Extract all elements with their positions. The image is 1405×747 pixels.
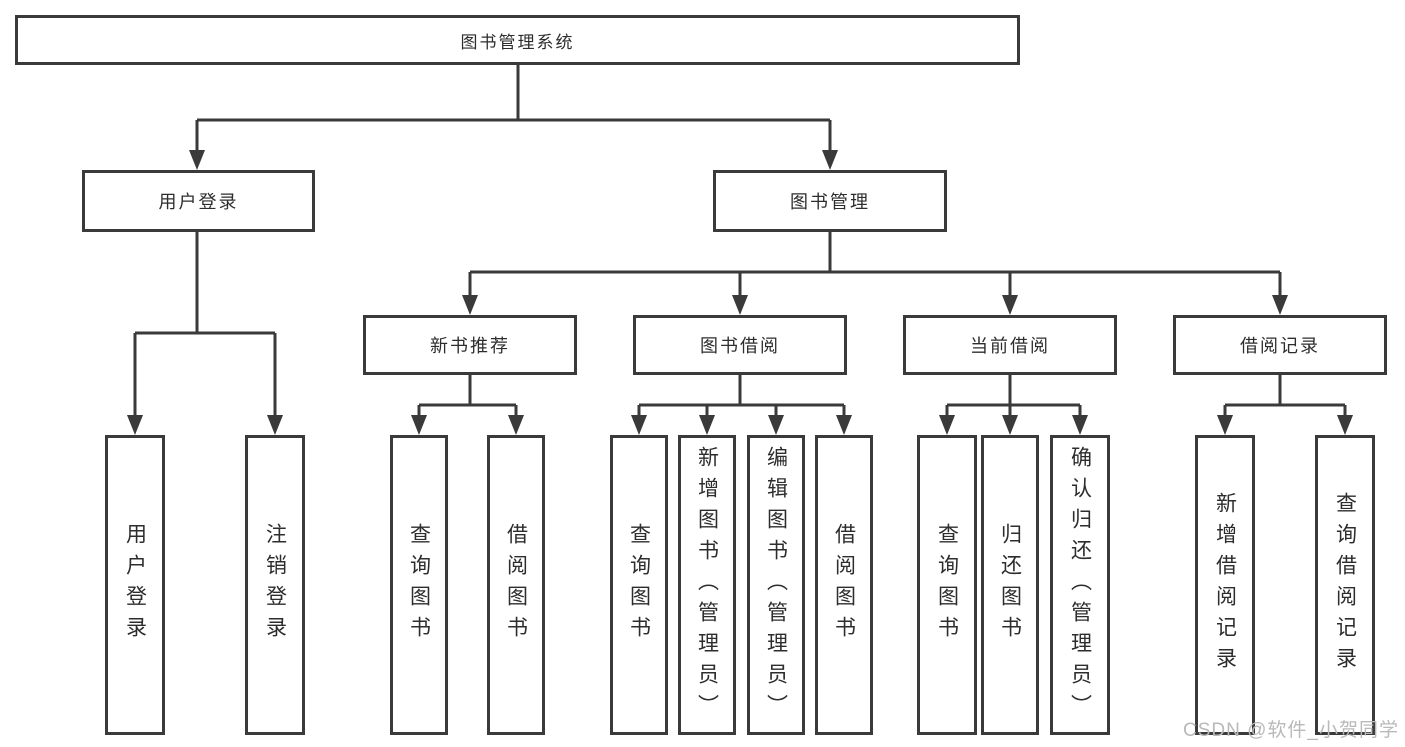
- leaf-add-books-admin-label: 新增图书（管理员）: [695, 445, 719, 725]
- node-new-book-recommend: 新书推荐: [363, 315, 577, 375]
- leaf-edit-books-admin: 编辑图书（管理员）: [747, 435, 805, 735]
- leaf-logout-label: 注销登录: [263, 523, 287, 647]
- node-user-login-label: 用户登录: [158, 192, 239, 212]
- node-book-management: 图书管理: [713, 170, 947, 232]
- node-current-borrow-label: 当前借阅: [970, 336, 1050, 356]
- leaf-add-books-admin: 新增图书（管理员）: [678, 435, 736, 735]
- leaf-confirm-return-admin: 确认归还（管理员）: [1050, 435, 1110, 735]
- leaf-query-books-recommend: 查询图书: [390, 435, 448, 735]
- leaf-borrow-books-recommend: 借阅图书: [487, 435, 545, 735]
- node-book-borrow-label: 图书借阅: [700, 336, 780, 356]
- node-borrow-records: 借阅记录: [1173, 315, 1387, 375]
- leaf-borrow-books-label: 借阅图书: [832, 523, 856, 647]
- leaf-query-books-recommend-label: 查询图书: [407, 523, 431, 647]
- leaf-add-borrow-record-label: 新增借阅记录: [1213, 492, 1237, 678]
- node-borrow-records-label: 借阅记录: [1240, 336, 1320, 356]
- leaf-borrow-books-recommend-label: 借阅图书: [504, 523, 528, 647]
- leaf-user-login-label: 用户登录: [123, 523, 147, 647]
- leaf-query-books-current-label: 查询图书: [935, 523, 959, 647]
- leaf-logout: 注销登录: [245, 435, 305, 735]
- leaf-query-borrow-record-label: 查询借阅记录: [1333, 492, 1357, 678]
- node-user-login: 用户登录: [82, 170, 315, 232]
- leaf-query-books-current: 查询图书: [917, 435, 977, 735]
- leaf-query-books-borrow-label: 查询图书: [627, 523, 651, 647]
- leaf-query-borrow-record: 查询借阅记录: [1315, 435, 1375, 735]
- leaf-edit-books-admin-label: 编辑图书（管理员）: [764, 445, 788, 725]
- node-new-book-recommend-label: 新书推荐: [430, 336, 510, 356]
- node-book-management-label: 图书管理: [790, 192, 870, 212]
- node-current-borrow: 当前借阅: [903, 315, 1117, 375]
- csdn-watermark: CSDN @软件_小贺同学: [1183, 720, 1399, 741]
- leaf-add-borrow-record: 新增借阅记录: [1195, 435, 1255, 735]
- leaf-return-books-label: 归还图书: [998, 523, 1022, 647]
- node-library-system: 图书管理系统: [15, 15, 1020, 65]
- node-book-borrow: 图书借阅: [633, 315, 847, 375]
- leaf-user-login: 用户登录: [105, 435, 165, 735]
- leaf-confirm-return-admin-label: 确认归还（管理员）: [1068, 445, 1092, 725]
- leaf-borrow-books: 借阅图书: [815, 435, 873, 735]
- leaf-query-books-borrow: 查询图书: [610, 435, 668, 735]
- leaf-return-books: 归还图书: [981, 435, 1039, 735]
- node-library-system-label: 图书管理系统: [460, 32, 575, 52]
